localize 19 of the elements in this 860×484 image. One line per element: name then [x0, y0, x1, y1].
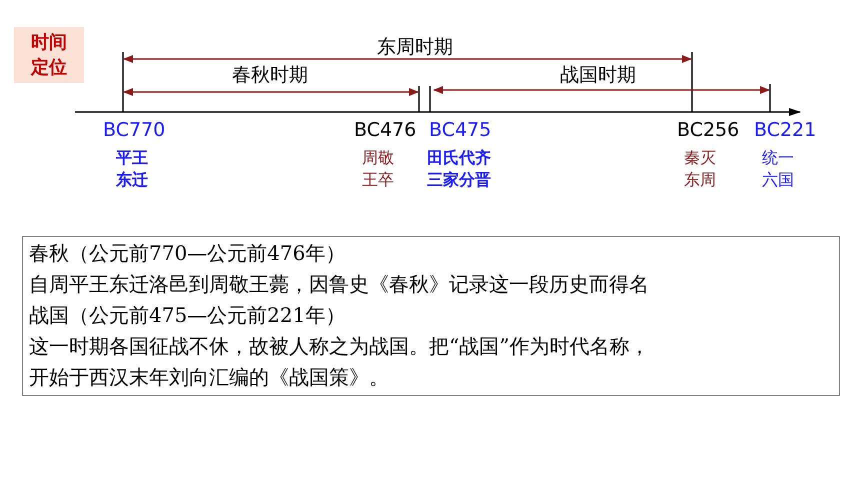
year-label: BC221	[754, 119, 816, 141]
event-label: 周敬王卒	[362, 147, 394, 190]
period-label: 东周时期	[377, 35, 453, 60]
year-label: BC475	[429, 119, 492, 141]
text-line: 战国（公元前475—公元前221年）	[29, 302, 346, 329]
event-label: 田氏代齐三家分晋	[427, 147, 491, 190]
text-line: 自周平王东迁洛邑到周敬王薨，因鲁史《春秋》记录这一段历史而得名	[29, 271, 649, 298]
year-label: BC476	[354, 119, 416, 141]
period-label: 春秋时期	[232, 63, 308, 88]
text-line: 春秋（公元前770—公元前476年）	[29, 240, 346, 267]
text-line: 开始于西汉末年刘向汇编的《战国策》。	[29, 364, 389, 391]
event-label: 秦灭东周	[684, 147, 716, 190]
period-label: 战国时期	[560, 63, 636, 88]
text-line: 这一时期各国征战不休，故被人称之为战国。把“战国”作为时代名称，	[29, 333, 650, 360]
event-label: 平王东迁	[116, 147, 148, 190]
year-label: BC770	[103, 119, 166, 141]
title-label: 时间定位	[14, 27, 84, 83]
year-label: BC256	[677, 119, 740, 141]
event-label: 统一六国	[762, 147, 794, 190]
